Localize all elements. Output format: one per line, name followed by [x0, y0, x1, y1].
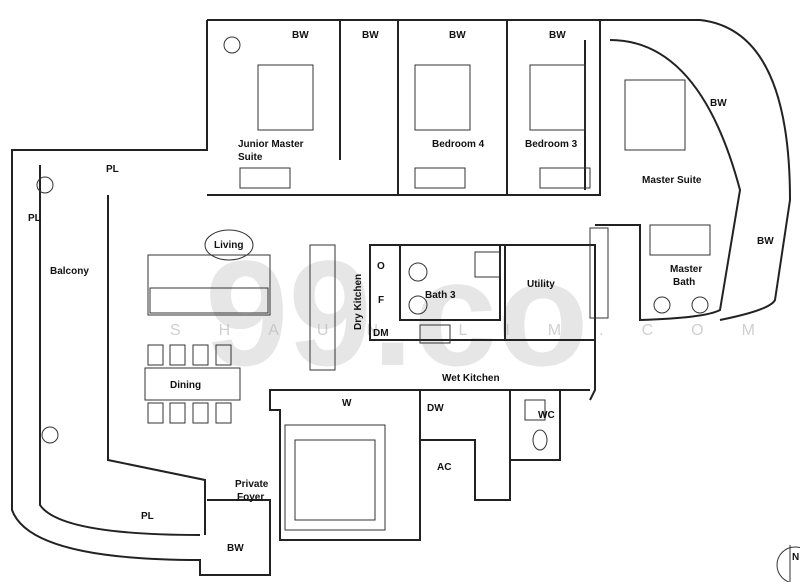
room-bedroom-3: Bedroom 3 — [525, 139, 578, 150]
labels: BW BW BW BW BW BW BW PL PL PL Junior Mas… — [28, 30, 774, 554]
room-junior-master: Junior Master — [238, 139, 304, 150]
room-utility: Utility — [527, 279, 555, 290]
room-dry-kitchen: Dry Kitchen — [353, 274, 364, 330]
fixtures — [36, 36, 711, 531]
north-compass-icon: N — [776, 545, 800, 582]
fixture-dm: DM — [373, 328, 389, 339]
pl-label: PL — [141, 511, 154, 522]
room-master-bath-2: Bath — [673, 277, 695, 288]
room-private-foyer: Private — [235, 479, 269, 490]
fixture-dishwasher: DW — [427, 403, 444, 414]
bw-label: BW — [227, 543, 244, 554]
room-bedroom-4: Bedroom 4 — [432, 139, 485, 150]
bw-label: BW — [757, 236, 774, 247]
pl-label: PL — [28, 213, 41, 224]
fixture-oven: O — [377, 261, 385, 272]
walls — [11, 19, 792, 576]
room-private-foyer-2: Foyer — [237, 492, 264, 503]
watermark-subtext: SHAUN LIM.COM — [170, 322, 793, 339]
room-wc: WC — [538, 410, 555, 421]
svg-text:N: N — [792, 552, 799, 563]
pl-label: PL — [106, 164, 119, 175]
fixture-washer: W — [342, 398, 352, 409]
room-junior-master-suite: Suite — [238, 152, 263, 163]
room-master-bath: Master — [670, 264, 702, 275]
bw-label: BW — [710, 98, 727, 109]
bw-label: BW — [549, 30, 566, 41]
bw-label: BW — [362, 30, 379, 41]
bw-label: BW — [292, 30, 309, 41]
bw-label: BW — [449, 30, 466, 41]
room-living: Living — [214, 240, 243, 251]
room-dining: Dining — [170, 380, 201, 391]
room-master-suite: Master Suite — [642, 175, 702, 186]
room-wet-kitchen: Wet Kitchen — [442, 373, 500, 384]
room-balcony: Balcony — [50, 266, 89, 277]
fixture-fridge: F — [378, 295, 384, 306]
room-ac: AC — [437, 462, 451, 473]
watermark: 99.co — [205, 229, 589, 397]
room-bath-3: Bath 3 — [425, 290, 456, 301]
